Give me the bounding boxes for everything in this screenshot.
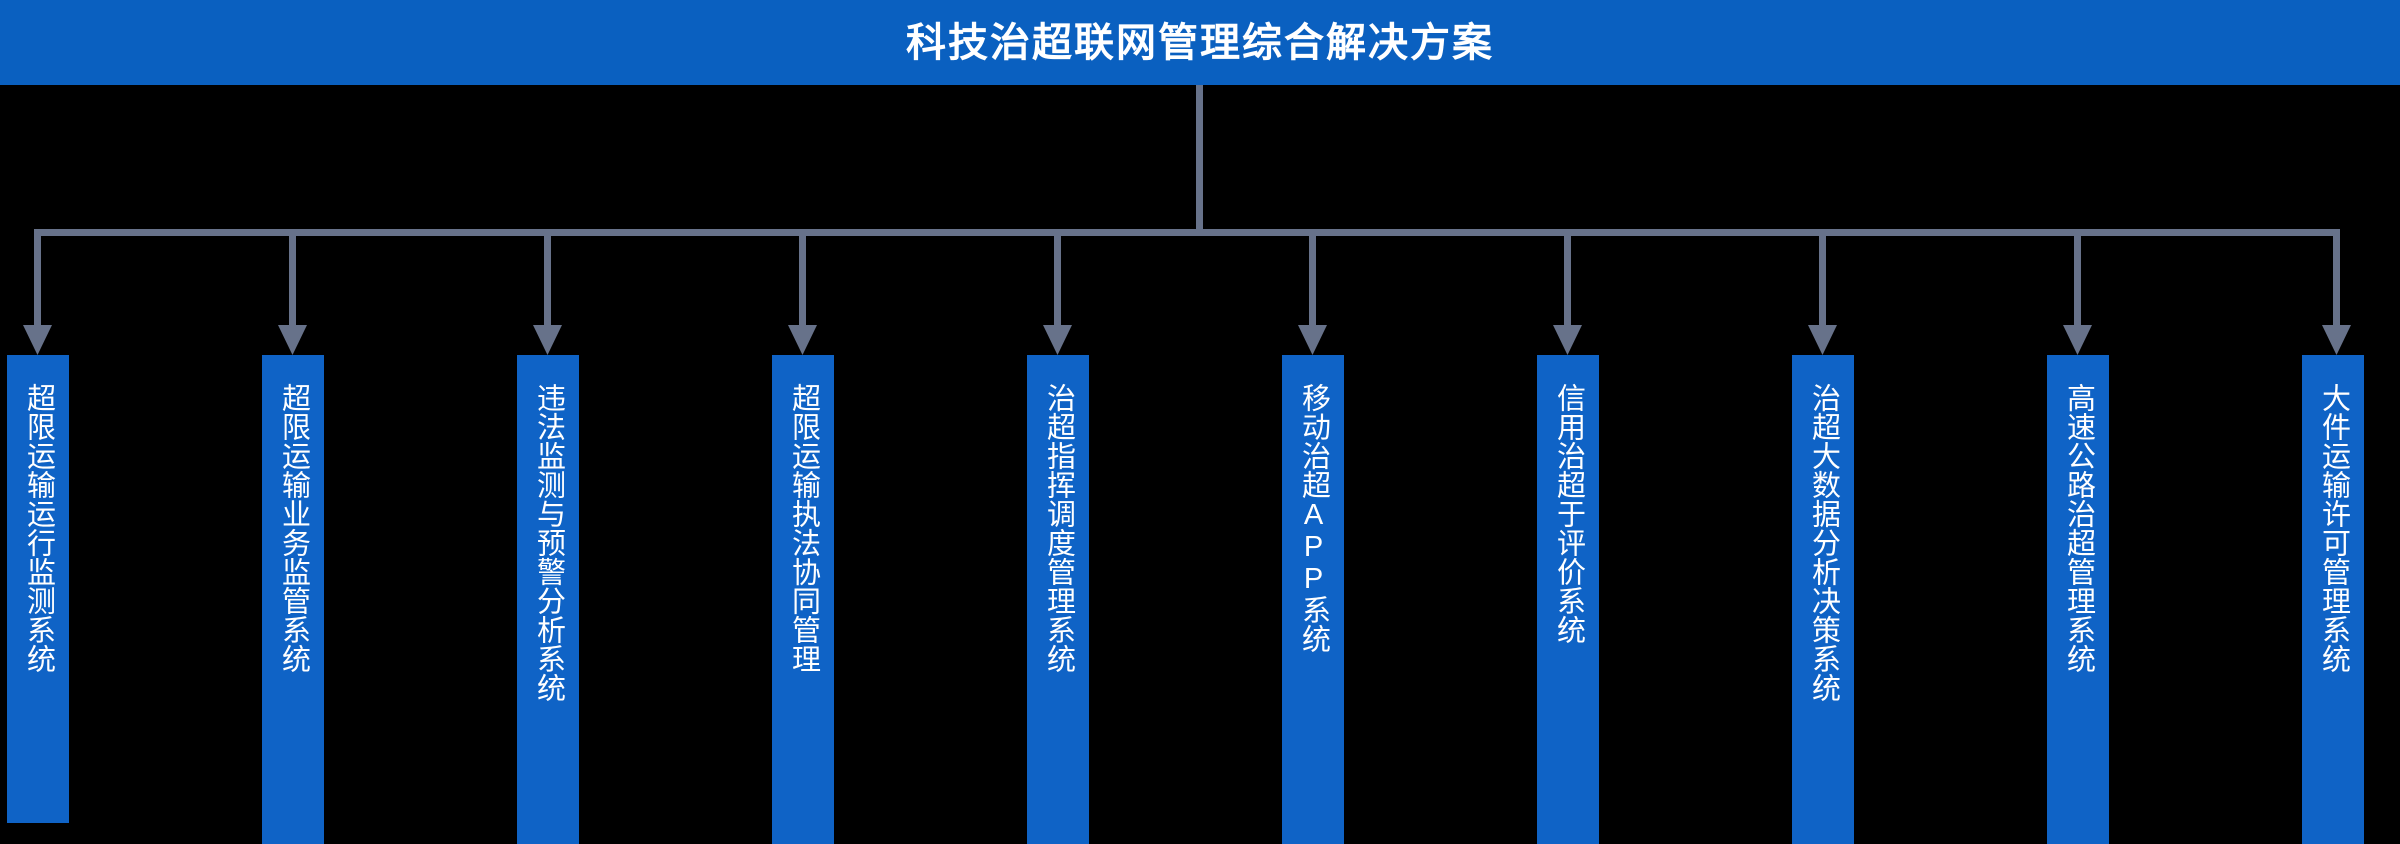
node-label-7: 信用治超于评价系统 [1552,383,1585,644]
node-box-5[interactable]: 治超指挥调度管理系统 [1027,355,1089,844]
node-label-2: 超限运输业务监管系统 [277,383,310,673]
branch-connector-3 [533,229,562,355]
node-label-9: 高速公路治超管理系统 [2062,383,2095,673]
branch-connector-6 [1298,229,1327,355]
branch-connector-9 [2063,229,2092,355]
node-box-10[interactable]: 大件运输许可管理系统 [2302,355,2364,844]
diagram-title-bar: 科技治超联网管理综合解决方案 [0,0,2400,85]
node-box-6[interactable]: 移动治超APP系统 [1282,355,1344,844]
node-label-6: 移动治超APP系统 [1297,383,1330,653]
branch-connector-7 [1553,229,1582,355]
branch-connector-5 [1043,229,1072,355]
node-label-1: 超限运输运行监测系统 [22,383,55,673]
branch-connector-1 [23,229,52,355]
root-stem [1196,85,1203,235]
page-title: 科技治超联网管理综合解决方案 [906,20,1494,65]
node-box-2[interactable]: 超限运输业务监管系统 [262,355,324,844]
node-box-1[interactable]: 超限运输运行监测系统 [7,355,69,823]
node-box-8[interactable]: 治超大数据分析决策系统 [1792,355,1854,844]
node-label-3: 违法监测与预警分析系统 [532,383,565,702]
branch-connector-8 [1808,229,1837,355]
node-box-3[interactable]: 违法监测与预警分析系统 [517,355,579,844]
branch-connector-10 [2322,229,2351,355]
node-box-4[interactable]: 超限运输执法协同管理 [772,355,834,844]
node-label-8: 治超大数据分析决策系统 [1807,383,1840,702]
branch-connector-4 [788,229,817,355]
node-box-7[interactable]: 信用治超于评价系统 [1537,355,1599,844]
node-label-5: 治超指挥调度管理系统 [1042,383,1075,673]
horizontal-bus [34,229,2340,236]
branch-connector-2 [278,229,307,355]
node-box-9[interactable]: 高速公路治超管理系统 [2047,355,2109,844]
node-label-10: 大件运输许可管理系统 [2317,383,2350,673]
node-label-4: 超限运输执法协同管理 [787,383,820,673]
